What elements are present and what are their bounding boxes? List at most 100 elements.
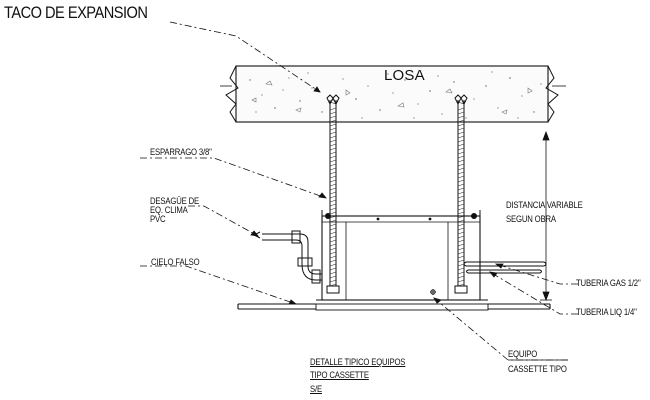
rod-thread-mark bbox=[329, 191, 337, 195]
unit-small-symbol bbox=[430, 289, 436, 295]
rod-thread-mark bbox=[457, 135, 465, 139]
rod-thread-mark bbox=[457, 239, 465, 243]
drain-pipe bbox=[252, 230, 322, 284]
distance-label-line1: DISTANCIA VARIABLE bbox=[506, 200, 583, 210]
rod-thread-mark bbox=[457, 139, 465, 143]
rod-thread-mark bbox=[457, 151, 465, 155]
rod-thread-mark bbox=[329, 263, 337, 267]
distance-label-line2: SEGUN OBRA bbox=[506, 214, 556, 224]
rod-thread-mark bbox=[329, 147, 337, 151]
unit-fasteners bbox=[325, 213, 477, 221]
threaded-rods bbox=[329, 100, 465, 292]
rod-thread-mark bbox=[329, 207, 337, 211]
rod-thread-mark bbox=[457, 267, 465, 271]
rod-threads bbox=[329, 107, 465, 287]
rod-thread-mark bbox=[329, 163, 337, 167]
rod-thread-mark bbox=[457, 263, 465, 267]
rod-thread-mark bbox=[329, 271, 337, 275]
gas-pipe-label: TUBERIA GAS 1/2" bbox=[576, 278, 641, 288]
leader-lines bbox=[140, 157, 578, 361]
rod-thread-mark bbox=[329, 175, 337, 179]
rod-thread-mark bbox=[329, 187, 337, 191]
rod-thread-mark bbox=[457, 111, 465, 115]
anchor-leader bbox=[169, 21, 321, 93]
rod-thread-mark bbox=[457, 147, 465, 151]
rod-thread-mark bbox=[457, 279, 465, 283]
rod-thread-mark bbox=[329, 223, 337, 227]
rod-thread-mark bbox=[457, 143, 465, 147]
rod-thread-mark bbox=[457, 159, 465, 163]
rod-thread-mark bbox=[329, 167, 337, 171]
rod-thread-mark bbox=[329, 251, 337, 255]
rod-thread-mark bbox=[329, 155, 337, 159]
concrete-aggregate bbox=[251, 80, 533, 115]
rod-thread-mark bbox=[329, 195, 337, 199]
rod-thread-mark bbox=[329, 115, 337, 119]
slab-label: LOSA bbox=[384, 67, 425, 84]
false-ceiling bbox=[237, 303, 551, 310]
rod-thread-mark bbox=[457, 235, 465, 239]
rod-thread-mark bbox=[329, 255, 337, 259]
rod-thread-mark bbox=[457, 231, 465, 235]
caption-line2: TIPO CASSETTE bbox=[310, 370, 369, 380]
rod-thread-mark bbox=[329, 139, 337, 143]
rod-thread-mark bbox=[329, 211, 337, 215]
rod-thread-mark bbox=[457, 123, 465, 127]
rod-thread-mark bbox=[329, 151, 337, 155]
rod-thread-mark bbox=[457, 187, 465, 191]
rod-thread-mark bbox=[329, 159, 337, 163]
rod-thread-mark bbox=[329, 279, 337, 283]
refrigerant-pipes bbox=[463, 261, 547, 274]
rod-thread-mark bbox=[329, 243, 337, 247]
rod-thread-mark bbox=[329, 131, 337, 135]
rod-thread-mark bbox=[457, 175, 465, 179]
rod-thread-mark bbox=[457, 207, 465, 211]
rod-thread-mark bbox=[457, 119, 465, 123]
rod-thread-mark bbox=[457, 127, 465, 131]
rod-thread-mark bbox=[329, 199, 337, 203]
rod-thread-mark bbox=[329, 259, 337, 263]
rod-thread-mark bbox=[457, 167, 465, 171]
rod-thread-mark bbox=[329, 231, 337, 235]
drain-label-line3: PVC bbox=[150, 214, 166, 224]
rod-thread-mark bbox=[329, 275, 337, 279]
rod-thread-mark bbox=[457, 115, 465, 119]
rod-thread-mark bbox=[457, 191, 465, 195]
rod-thread-mark bbox=[457, 195, 465, 199]
rod-thread-mark bbox=[329, 111, 337, 115]
rod-thread-mark bbox=[457, 155, 465, 159]
rod-thread-mark bbox=[457, 251, 465, 255]
rod-thread-mark bbox=[329, 227, 337, 231]
rod-thread-mark bbox=[329, 235, 337, 239]
ceiling-label: CIELO FALSO bbox=[151, 257, 200, 267]
rod-thread-mark bbox=[329, 143, 337, 147]
rod-thread-mark bbox=[457, 163, 465, 167]
rod-thread-mark bbox=[457, 211, 465, 215]
rod-thread-mark bbox=[329, 107, 337, 111]
drawing-title: TACO DE EXPANSION bbox=[4, 3, 148, 22]
rod-thread-mark bbox=[329, 127, 337, 131]
equipment-label-line2: CASSETTE TIPO bbox=[508, 364, 567, 374]
rod-thread-mark bbox=[329, 123, 337, 127]
rod-thread-mark bbox=[457, 259, 465, 263]
rod-thread-mark bbox=[457, 131, 465, 135]
rod-thread-mark bbox=[329, 239, 337, 243]
drain-label-line1: DESAGÜE DE bbox=[150, 196, 200, 206]
rod-thread-mark bbox=[329, 183, 337, 187]
rod-thread-mark bbox=[329, 119, 337, 123]
rod-label: ESPARRAGO 3/8" bbox=[150, 147, 212, 157]
caption-line3: S/E bbox=[310, 384, 322, 394]
rod-thread-mark bbox=[457, 255, 465, 259]
distance-dimension bbox=[540, 130, 552, 302]
rod-thread-mark bbox=[329, 203, 337, 207]
rod-thread-mark bbox=[457, 271, 465, 275]
rod-thread-mark bbox=[457, 179, 465, 183]
cassette-unit bbox=[315, 210, 489, 311]
rod-nuts bbox=[326, 285, 468, 294]
rod-thread-mark bbox=[457, 247, 465, 251]
equipment-label-line1: EQUIPO bbox=[508, 349, 538, 359]
expansion-anchors bbox=[326, 94, 468, 106]
rod-thread-mark bbox=[457, 107, 465, 111]
rod-thread-mark bbox=[457, 227, 465, 231]
